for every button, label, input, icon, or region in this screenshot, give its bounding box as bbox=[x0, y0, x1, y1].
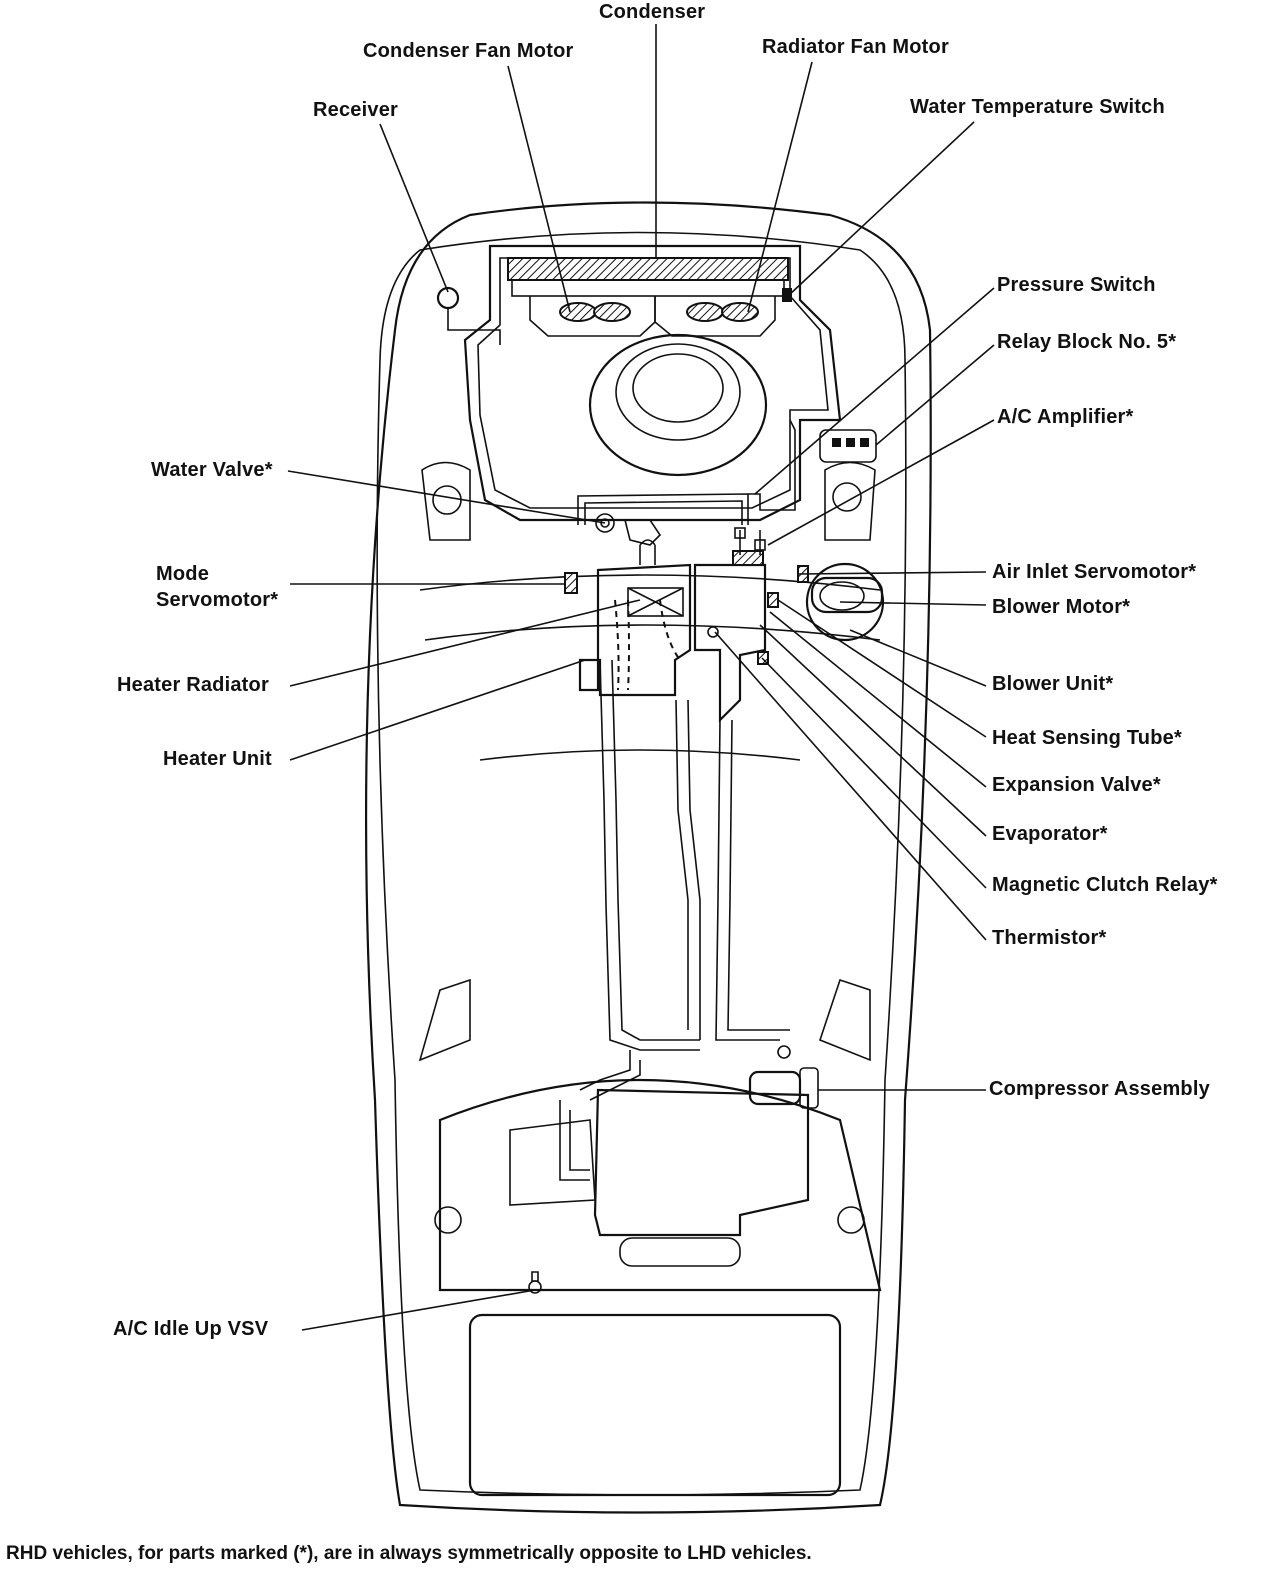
label-expansion-valve: Expansion Valve* bbox=[992, 774, 1161, 796]
rear-compartment bbox=[438, 1078, 882, 1292]
label-condenser-fan-motor: Condenser Fan Motor bbox=[363, 40, 574, 62]
label-thermistor: Thermistor* bbox=[992, 927, 1107, 949]
label-evaporator: Evaporator* bbox=[992, 823, 1108, 845]
label-condenser: Condenser bbox=[599, 1, 706, 23]
refrigerant-pipe bbox=[577, 493, 749, 525]
label-water-valve: Water Valve* bbox=[151, 459, 273, 481]
label-pressure-switch: Pressure Switch bbox=[997, 274, 1156, 296]
footnote: RHD vehicles, for parts marked (*), are … bbox=[6, 1543, 812, 1564]
condenser-core bbox=[507, 257, 789, 281]
evaporator-case bbox=[693, 563, 767, 723]
label-air-inlet-servomotor: Air Inlet Servomotor* bbox=[992, 561, 1197, 583]
blower-motor bbox=[810, 576, 884, 614]
label-magnetic-clutch-relay: Magnetic Clutch Relay* bbox=[992, 874, 1218, 896]
label-ac-idle-up-vsv: A/C Idle Up VSV bbox=[113, 1318, 269, 1340]
radiator-fan bbox=[686, 302, 724, 322]
label-heat-sensing-tube: Heat Sensing Tube* bbox=[992, 727, 1182, 749]
condenser-fan bbox=[559, 302, 597, 322]
label-receiver: Receiver bbox=[313, 99, 398, 121]
label-radiator-fan-motor: Radiator Fan Motor bbox=[762, 36, 949, 58]
mode-servomotor bbox=[564, 572, 578, 594]
leader-lines bbox=[287, 24, 995, 1331]
car-body-outline bbox=[364, 201, 932, 1514]
blower-unit-scroll bbox=[805, 562, 885, 642]
label-ac-amplifier: A/C Amplifier* bbox=[997, 406, 1134, 428]
trunk-lid bbox=[468, 1313, 842, 1497]
label-blower-motor: Blower Motor* bbox=[992, 596, 1131, 618]
label-heater-radiator: Heater Radiator bbox=[117, 674, 269, 696]
tunnel-pipes bbox=[599, 659, 700, 1051]
heater-unit-box bbox=[578, 563, 692, 697]
label-compressor-assembly: Compressor Assembly bbox=[989, 1078, 1210, 1100]
engine-block bbox=[593, 1088, 810, 1237]
label-water-temperature-switch: Water Temperature Switch bbox=[910, 96, 1165, 118]
water-valve bbox=[595, 513, 615, 533]
label-heater-unit: Heater Unit bbox=[163, 748, 272, 770]
label-mode-line1: Mode bbox=[156, 563, 210, 585]
label-mode-servomotor: Servomotor* bbox=[156, 589, 279, 611]
label-relay-block-no5: Relay Block No. 5* bbox=[997, 331, 1177, 353]
label-blower-unit: Blower Unit* bbox=[992, 673, 1114, 695]
